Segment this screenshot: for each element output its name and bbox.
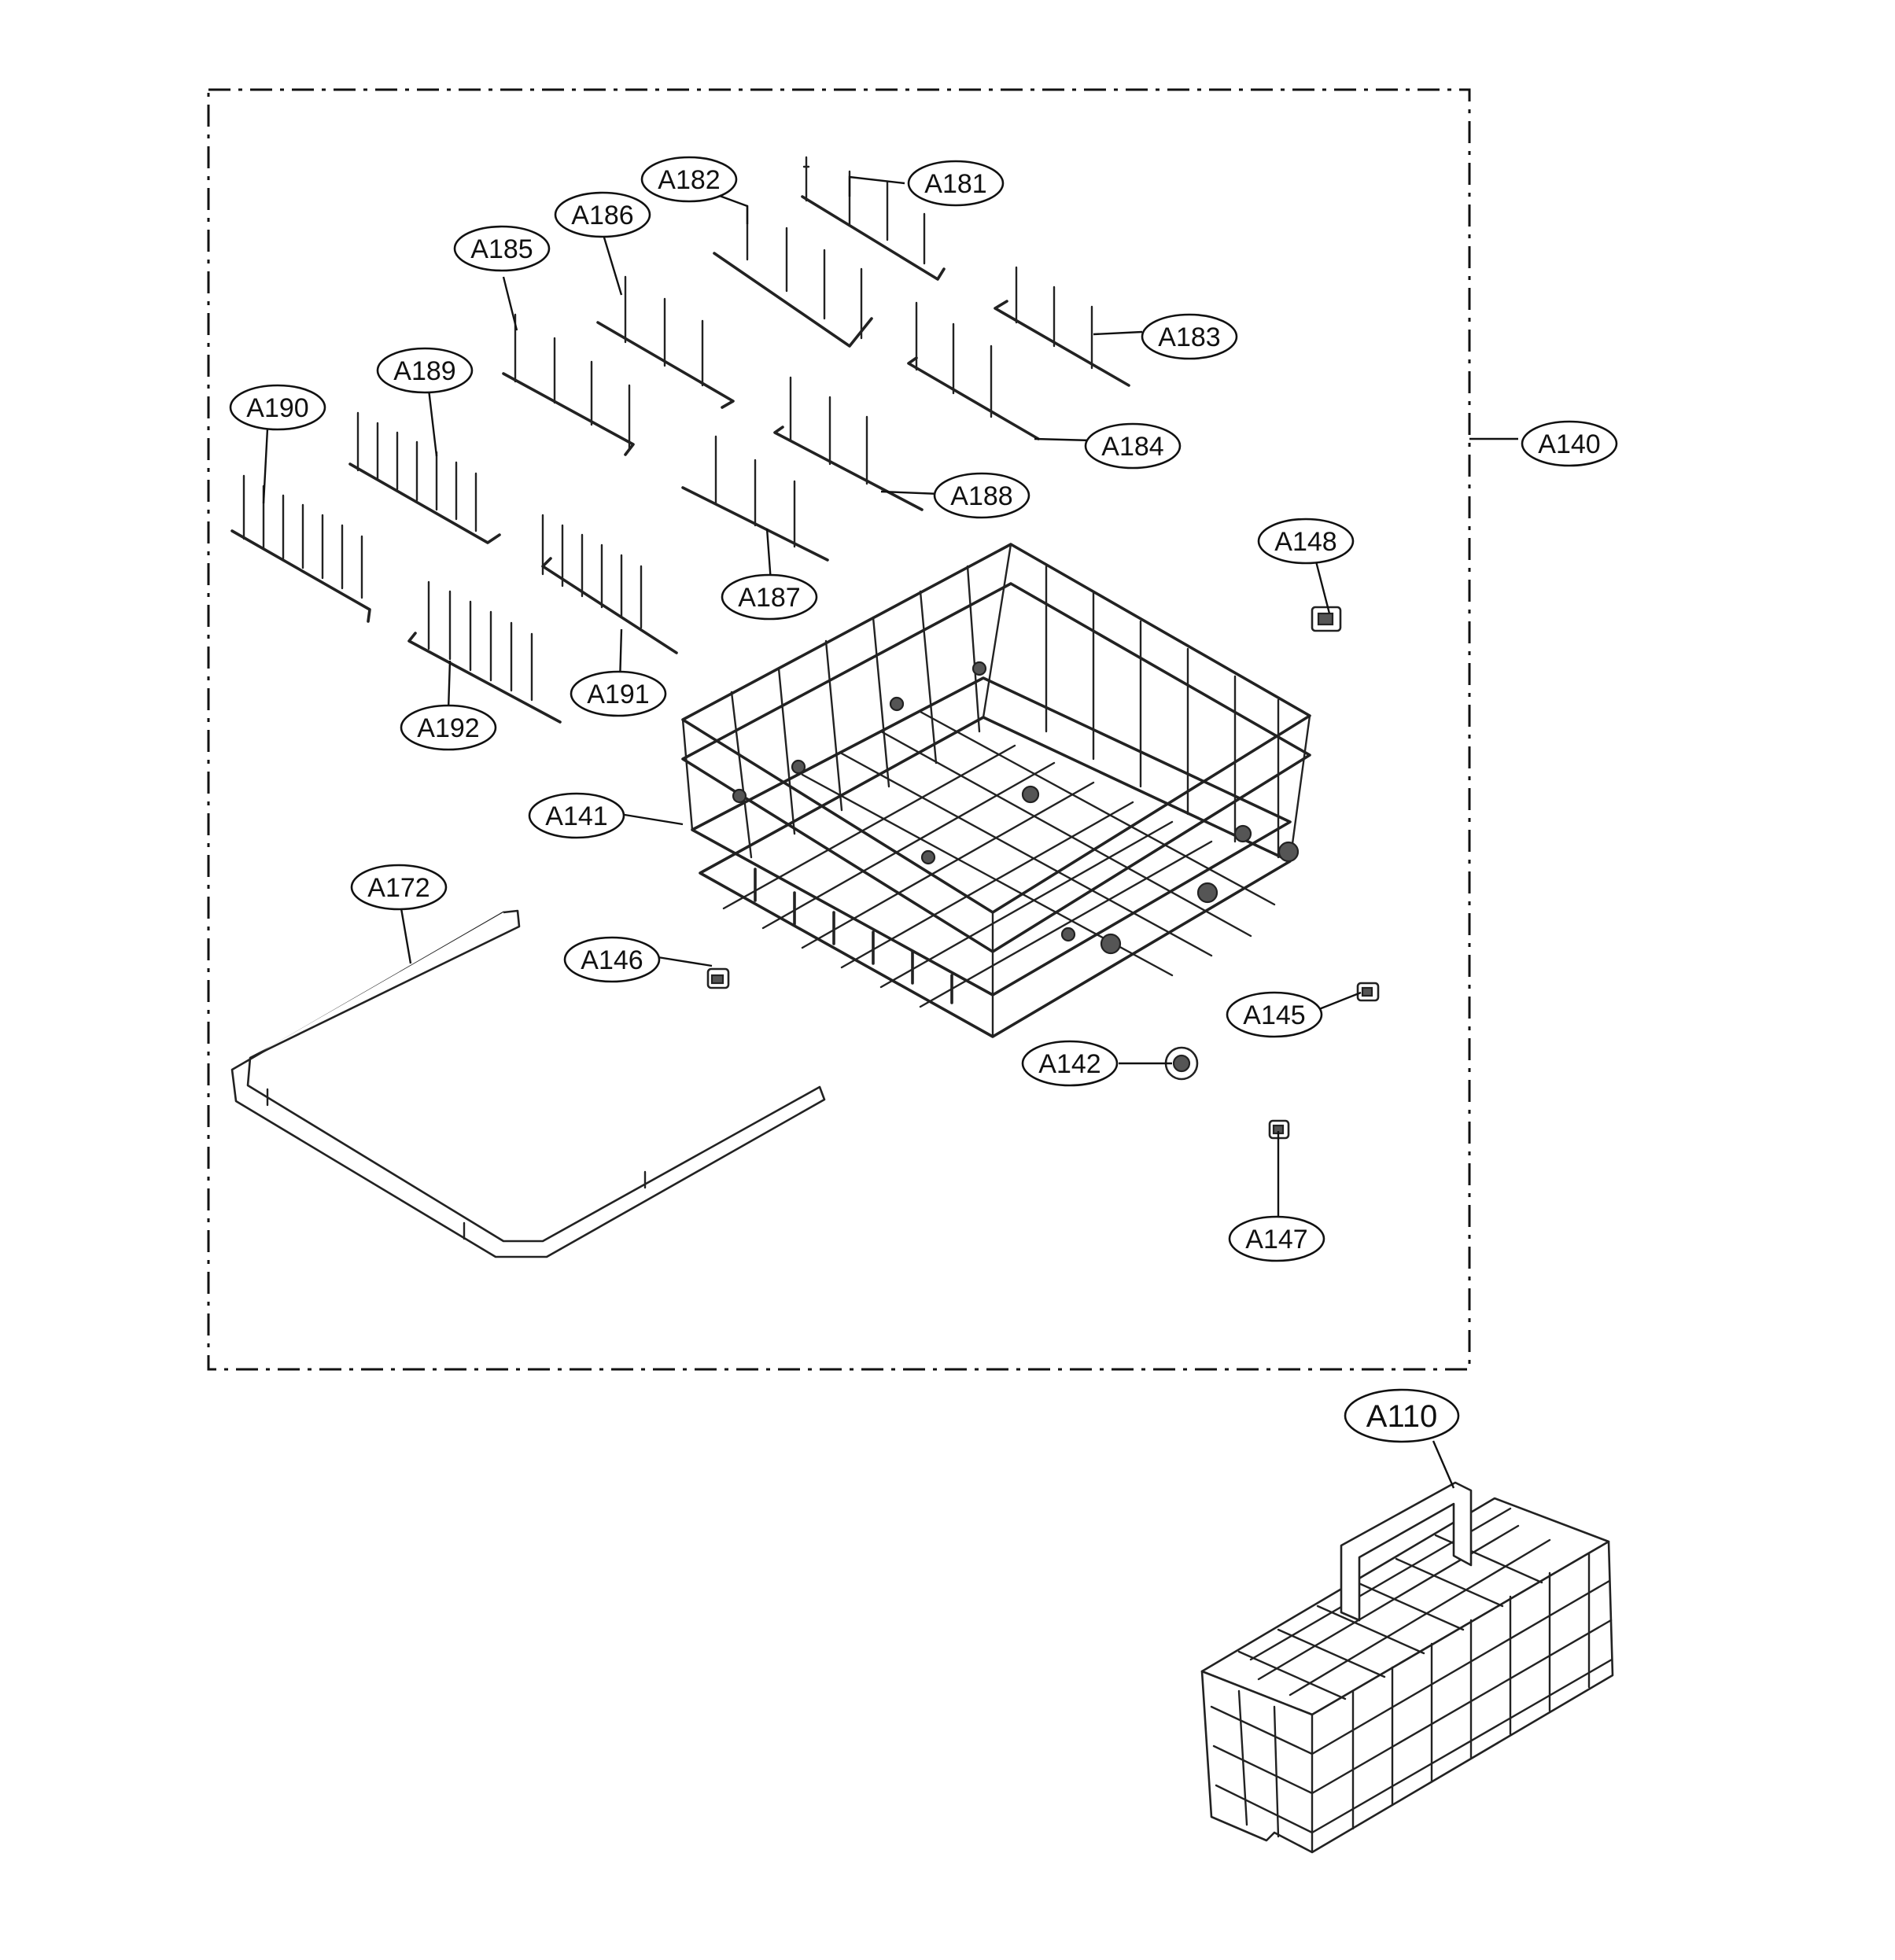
callout-a188: A188: [933, 472, 1030, 519]
tine-row-a183: [994, 266, 1130, 387]
part-a146-clip: [706, 967, 730, 989]
callout-a188-label: A188: [950, 481, 1012, 511]
callout-a186-label: A186: [571, 201, 633, 230]
callout-a192-label: A192: [417, 713, 479, 743]
callout-a186: A186: [554, 191, 651, 238]
tine-row-a192: [407, 580, 562, 724]
rack-wheels: [732, 661, 1300, 955]
callout-a172: A172: [350, 864, 448, 911]
tine-row-a190: [230, 474, 371, 623]
callout-a184-label: A184: [1101, 432, 1163, 462]
callout-a142-label: A142: [1038, 1049, 1101, 1079]
tine-row-a188: [773, 376, 924, 511]
tine-row-a186: [596, 275, 735, 409]
callout-a142: A142: [1021, 1040, 1119, 1087]
callout-a140-label: A140: [1538, 429, 1600, 459]
tine-row-a182: [713, 204, 873, 348]
callout-a181-label: A181: [924, 169, 986, 199]
callout-a191: A191: [570, 670, 667, 717]
callout-a172-label: A172: [367, 873, 430, 903]
callout-a191-label: A191: [587, 680, 649, 709]
callout-a190-label: A190: [246, 393, 308, 423]
leader-lines: [262, 175, 1518, 1489]
callout-a187-label: A187: [738, 583, 800, 613]
tine-row-a189: [348, 411, 501, 544]
callout-a147: A147: [1228, 1215, 1325, 1262]
rack-rail-a172: [230, 909, 826, 1258]
callout-a141: A141: [528, 792, 625, 839]
tine-row-a181: [801, 156, 946, 281]
callout-a148: A148: [1257, 518, 1355, 565]
callout-a183-label: A183: [1158, 322, 1220, 352]
callout-a184: A184: [1084, 422, 1182, 470]
callout-a182-label: A182: [658, 165, 720, 195]
tine-row-a187: [681, 435, 829, 562]
part-a145-clip: [1356, 982, 1380, 1002]
callout-a189-label: A189: [393, 356, 455, 386]
callout-a182: A182: [640, 156, 738, 203]
part-a142-wheel: [1164, 1046, 1199, 1081]
assembly-boundary: [207, 88, 1471, 1371]
callout-a141-label: A141: [545, 801, 607, 831]
callout-a185: A185: [453, 225, 551, 272]
silverware-basket-a110: [1200, 1481, 1614, 1854]
callout-a189: A189: [376, 347, 474, 394]
callout-a181: A181: [907, 160, 1005, 207]
callout-a146-label: A146: [581, 945, 643, 975]
tine-row-a184: [907, 301, 1040, 440]
tine-row-a185: [502, 313, 635, 456]
tine-row-a191: [541, 514, 678, 654]
callout-a187: A187: [721, 573, 818, 621]
callout-a183: A183: [1141, 313, 1238, 360]
callout-a145-label: A145: [1243, 1000, 1305, 1030]
callout-a110-label: A110: [1366, 1399, 1437, 1434]
callout-a110: A110: [1344, 1388, 1460, 1443]
callout-a146: A146: [563, 936, 661, 983]
callout-a148-label: A148: [1274, 527, 1336, 557]
part-a148-clip: [1311, 606, 1342, 632]
callout-a145: A145: [1226, 991, 1323, 1038]
callout-a147-label: A147: [1245, 1225, 1307, 1254]
callout-a185-label: A185: [470, 234, 533, 264]
callout-a190: A190: [229, 384, 326, 431]
callout-a192: A192: [400, 704, 497, 751]
callout-a140: A140: [1521, 420, 1618, 467]
